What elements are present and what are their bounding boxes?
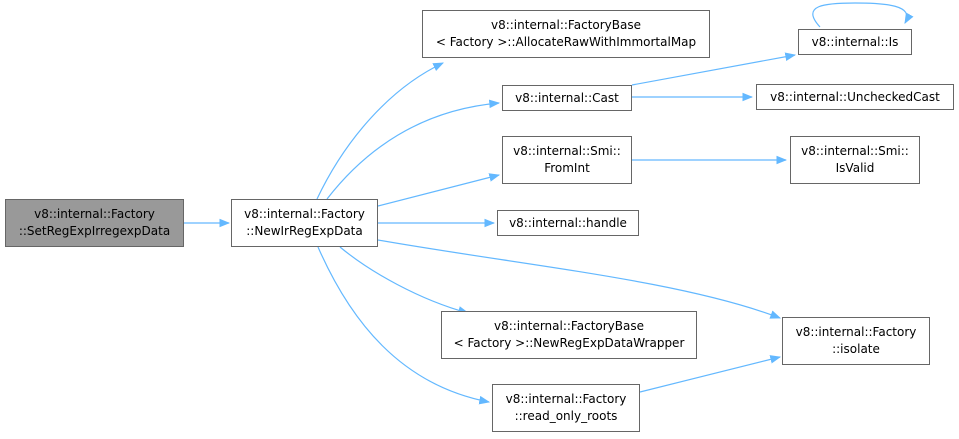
node-line: v8::internal::Smi:: — [513, 144, 621, 158]
edge-newirregexp-to-readonlyroots — [317, 246, 491, 405]
edge-newirregexp-to-isolate — [377, 239, 782, 319]
node-line: v8::internal::UncheckedCast — [770, 89, 940, 104]
node-smi-is-valid[interactable]: v8::internal::Smi:: IsValid — [790, 136, 920, 184]
node-line: < Factory >::NewRegExpDataWrapper — [453, 336, 685, 350]
edge-newirregexp-to-allocateraw — [316, 62, 444, 200]
node-line: ::SetRegExpIrregexpData — [18, 224, 171, 238]
node-line: v8::internal::Factory — [795, 325, 917, 339]
node-line: v8::internal::Factory — [505, 392, 627, 406]
edge-newirregexp-to-newregexpwrapper — [339, 246, 470, 315]
node-handle[interactable]: v8::internal::handle — [497, 210, 639, 236]
node-isolate[interactable]: v8::internal::Factory ::isolate — [782, 317, 930, 365]
node-line: v8::internal::Smi:: — [801, 144, 909, 158]
node-read-only-roots[interactable]: v8::internal::Factory ::read_only_roots — [492, 384, 640, 432]
node-line: v8::internal::FactoryBase — [493, 319, 644, 333]
node-cast[interactable]: v8::internal::Cast — [502, 85, 632, 111]
node-line: v8::internal::Factory — [244, 207, 365, 221]
edge-is-self-loop — [812, 2, 914, 28]
node-set-regexp-irregexp-data: v8::internal::Factory ::SetRegExpIrregex… — [5, 199, 184, 247]
node-new-ir-regexp-data[interactable]: v8::internal::Factory ::NewIrRegExpData — [231, 199, 378, 247]
node-line: < Factory >::AllocateRawWithImmortalMap — [435, 35, 697, 49]
node-allocate-raw-with-immortal-map[interactable]: v8::internal::FactoryBase < Factory >::A… — [422, 10, 710, 58]
node-line: v8::internal::FactoryBase — [490, 18, 641, 32]
node-line: v8::internal::handle — [509, 215, 627, 230]
edge-cast-to-is — [631, 52, 797, 86]
node-line: v8::internal::Cast — [515, 90, 619, 105]
edge-newirregexp-to-cast — [326, 99, 501, 200]
node-line: ::NewIrRegExpData — [246, 224, 363, 238]
node-smi-from-int[interactable]: v8::internal::Smi:: FromInt — [502, 136, 632, 184]
edge-readonlyroots-to-isolate — [639, 355, 782, 393]
node-line: v8::internal::Factory — [34, 207, 155, 221]
node-line: v8::internal::Is — [811, 34, 899, 49]
node-new-regexp-data-wrapper[interactable]: v8::internal::FactoryBase < Factory >::N… — [441, 311, 697, 359]
node-line: IsValid — [835, 161, 875, 175]
edge-newirregexp-to-smifromint — [377, 173, 501, 207]
node-is[interactable]: v8::internal::Is — [798, 29, 912, 55]
node-line: ::isolate — [832, 342, 880, 356]
node-unchecked-cast[interactable]: v8::internal::UncheckedCast — [756, 84, 954, 110]
node-line: ::read_only_roots — [514, 409, 618, 423]
node-line: FromInt — [544, 161, 590, 175]
